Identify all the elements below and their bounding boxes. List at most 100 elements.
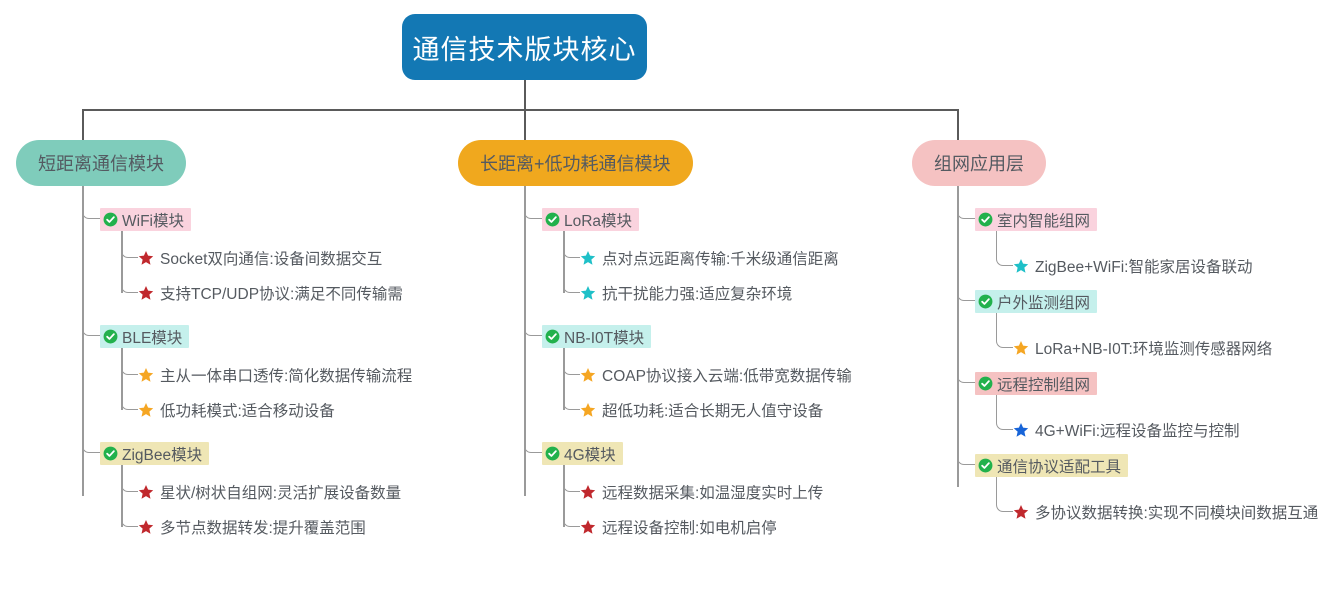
- star-icon: [138, 250, 154, 265]
- root-stem-line: [524, 80, 526, 110]
- check-circle-icon: [103, 446, 118, 461]
- leaf-label: 星状/树状自组网:灵活扩展设备数量: [160, 485, 402, 502]
- sub-trunk: [121, 348, 123, 410]
- leaf-label: 远程数据采集:如温湿度实时上传: [602, 485, 824, 502]
- leaf-label: 点对点远距离传输:千米级通信距离: [602, 251, 839, 268]
- node-label: 通信协议适配工具: [997, 458, 1122, 476]
- elbow-connector: [121, 348, 138, 375]
- leaf-node[interactable]: 多节点数据转发:提升覆盖范围: [138, 516, 366, 538]
- leaf-node[interactable]: 4G+WiFi:远程设备监控与控制: [1013, 419, 1240, 441]
- node-remote-control-network[interactable]: 远程控制组网: [975, 372, 1098, 395]
- elbow-connector: [996, 231, 1013, 266]
- node-label: 室内智能组网: [997, 212, 1091, 230]
- leaf-label: 抗干扰能力强:适应复杂环境: [602, 286, 793, 303]
- root-node[interactable]: 通信技术版块核心: [402, 14, 647, 80]
- leaf-node[interactable]: 低功耗模式:适合移动设备: [138, 399, 335, 421]
- check-circle-icon: [545, 329, 560, 344]
- leaf-label: 远程设备控制:如电机启停: [602, 520, 777, 537]
- elbow-connector: [82, 219, 100, 336]
- branch-header-label: 组网应用层: [934, 154, 1024, 174]
- leaf-node[interactable]: 超低功耗:适合长期无人值守设备: [580, 399, 823, 421]
- branch-header-network-layer[interactable]: 组网应用层: [912, 140, 1046, 186]
- star-icon: [580, 367, 596, 382]
- star-icon: [138, 402, 154, 417]
- leaf-node[interactable]: 远程设备控制:如电机启停: [580, 516, 777, 538]
- star-icon: [138, 285, 154, 300]
- leaf-node[interactable]: 主从一体串口透传:简化数据传输流程: [138, 364, 412, 386]
- star-icon: [1013, 258, 1029, 273]
- node-zigbee-module[interactable]: ZigBee模块: [100, 442, 210, 465]
- node-label: NB-I0T模块: [564, 329, 645, 347]
- leaf-label: ZigBee+WiFi:智能家居设备联动: [1035, 259, 1253, 276]
- branch-long-range: 长距离+低功耗通信模块 LoRa模块 点对点远距离传输:千米级通信距离 抗干扰能…: [458, 140, 852, 537]
- elbow-connector: [957, 186, 975, 219]
- branch-trunk-3: [957, 186, 959, 487]
- node-ble-module[interactable]: BLE模块: [100, 325, 190, 348]
- node-indoor-smart-network[interactable]: 室内智能组网: [975, 208, 1098, 231]
- elbow-connector: [563, 231, 580, 258]
- leaf-node[interactable]: COAP协议接入云端:低带宽数据传输: [580, 364, 852, 386]
- branch-header-short-range[interactable]: 短距离通信模块: [16, 140, 186, 186]
- leaf-node[interactable]: LoRa+NB-I0T:环境监测传感器网络: [1013, 337, 1272, 359]
- root-node-label: 通信技术版块核心: [412, 34, 637, 65]
- leaf-label: LoRa+NB-I0T:环境监测传感器网络: [1035, 341, 1273, 358]
- star-icon: [1013, 422, 1029, 437]
- node-wifi-module[interactable]: WiFi模块: [100, 208, 191, 231]
- leaf-label: 低功耗模式:适合移动设备: [160, 403, 335, 420]
- leaf-node[interactable]: 多协议数据转换:实现不同模块间数据互通: [1013, 501, 1318, 523]
- leaf-label: COAP协议接入云端:低带宽数据传输: [602, 368, 852, 385]
- sub-trunk: [563, 348, 565, 410]
- node-label: WiFi模块: [122, 212, 184, 230]
- branch-header-label: 短距离通信模块: [38, 154, 164, 174]
- elbow-connector: [82, 336, 100, 453]
- node-label: ZigBee模块: [122, 446, 203, 464]
- branch-header-label: 长距离+低功耗通信模块: [480, 154, 671, 174]
- branch-trunk-1: [82, 186, 84, 496]
- leaf-label: 支持TCP/UDP协议:满足不同传输需: [160, 286, 403, 303]
- star-icon: [580, 484, 596, 499]
- check-circle-icon: [978, 376, 993, 391]
- leaf-node[interactable]: Socket双向通信:设备间数据交互: [138, 247, 382, 269]
- node-nbiot-module[interactable]: NB-I0T模块: [542, 325, 652, 348]
- node-label: LoRa模块: [564, 212, 633, 230]
- elbow-connector: [524, 336, 542, 453]
- node-lora-module[interactable]: LoRa模块: [542, 208, 640, 231]
- elbow-connector: [121, 231, 138, 258]
- leaf-node[interactable]: 抗干扰能力强:适应复杂环境: [580, 282, 792, 304]
- star-icon: [580, 402, 596, 417]
- check-circle-icon: [978, 458, 993, 473]
- sub-trunk: [563, 465, 565, 527]
- leaf-node[interactable]: 星状/树状自组网:灵活扩展设备数量: [138, 481, 401, 503]
- elbow-connector: [957, 301, 975, 383]
- elbow-connector: [121, 492, 138, 527]
- branch-drop-line-2: [524, 110, 526, 147]
- node-outdoor-monitor-network[interactable]: 户外监测组网: [975, 290, 1098, 313]
- check-circle-icon: [545, 446, 560, 461]
- node-label: 4G模块: [564, 446, 616, 464]
- leaf-node[interactable]: 点对点远距离传输:千米级通信距离: [580, 247, 839, 269]
- elbow-connector: [996, 477, 1013, 512]
- elbow-connector: [121, 375, 138, 410]
- check-circle-icon: [103, 212, 118, 227]
- branch-header-long-range[interactable]: 长距离+低功耗通信模块: [458, 140, 693, 186]
- sub-trunk: [121, 465, 123, 527]
- star-icon: [1013, 504, 1029, 519]
- elbow-connector: [996, 395, 1013, 430]
- leaf-label: 主从一体串口透传:简化数据传输流程: [160, 368, 413, 385]
- node-protocol-adapter-tool[interactable]: 通信协议适配工具: [975, 454, 1129, 477]
- elbow-connector: [121, 465, 138, 492]
- branch-drop-line-1: [82, 110, 84, 147]
- node-label: 远程控制组网: [997, 376, 1091, 394]
- sub-trunk: [121, 231, 123, 293]
- leaf-node[interactable]: ZigBee+WiFi:智能家居设备联动: [1013, 255, 1252, 277]
- branch-network-layer: 组网应用层 室内智能组网 ZigBee+WiFi:智能家居设备联动: [912, 140, 1318, 522]
- leaf-node[interactable]: 远程数据采集:如温湿度实时上传: [580, 481, 823, 503]
- branch-short-range: 短距离通信模块 WiFi模块 Socket双向通信:设备间数据交互 支持TCP/…: [16, 140, 412, 537]
- leaf-label: 超低功耗:适合长期无人值守设备: [602, 403, 824, 420]
- leaf-node[interactable]: 支持TCP/UDP协议:满足不同传输需: [138, 282, 403, 304]
- node-4g-module[interactable]: 4G模块: [542, 442, 623, 465]
- elbow-connector: [524, 186, 542, 219]
- star-icon: [580, 285, 596, 300]
- sub-trunk: [563, 231, 565, 293]
